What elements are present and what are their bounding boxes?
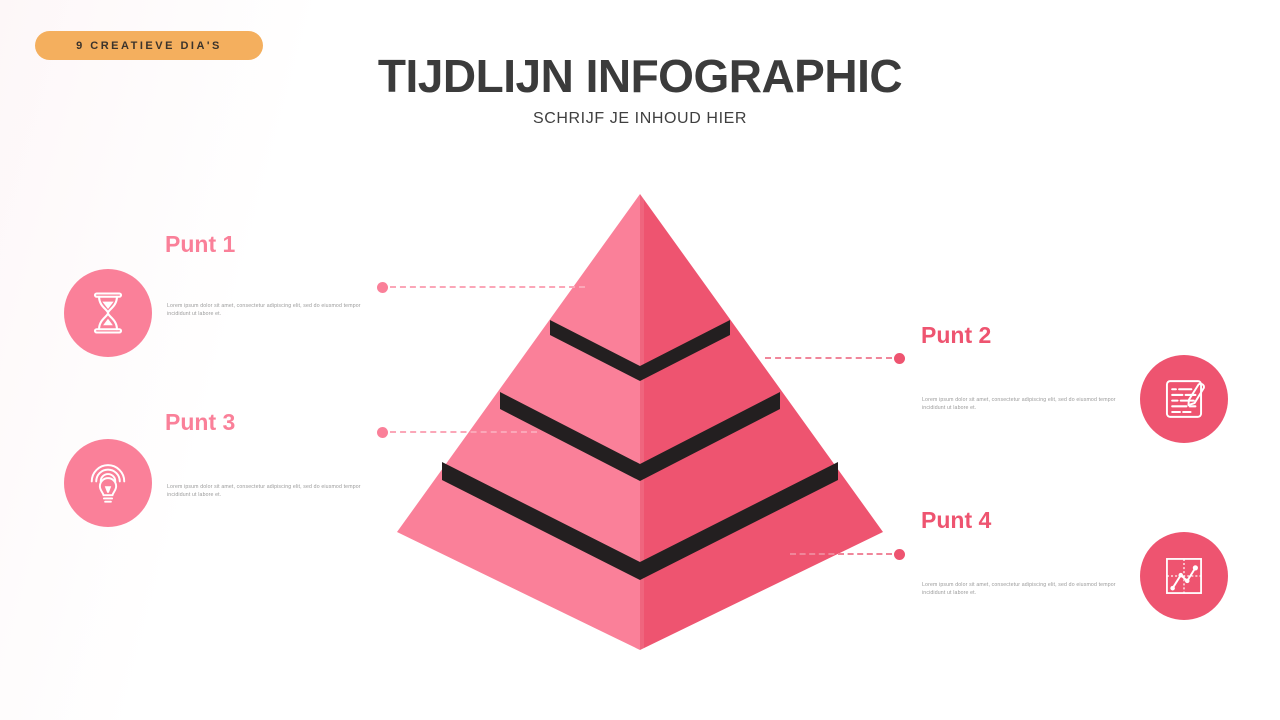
- icon-circle-punt-3[interactable]: [64, 439, 152, 527]
- icon-circle-punt-2[interactable]: [1140, 355, 1228, 443]
- connector-line-punt-2: [765, 357, 892, 359]
- connector-punt-3: [377, 426, 537, 438]
- pyramid-right-face: [640, 194, 883, 650]
- icon-circle-punt-4[interactable]: [1140, 532, 1228, 620]
- point-title-punt-4: Punt 4: [921, 507, 992, 533]
- pyramid-separators: [442, 320, 838, 580]
- pyramid-separator-2: [500, 392, 780, 481]
- point-body-punt-4: Lorem ipsum dolor sit amet, consectetur …: [922, 582, 1116, 596]
- connector-dot-punt-4: [894, 548, 905, 560]
- icon-circle-punt-1[interactable]: [64, 269, 152, 357]
- connector-line-punt-3: [390, 431, 537, 433]
- pyramid-center-ridge: [640, 194, 644, 650]
- lightbulb-idea-icon: [90, 464, 126, 503]
- line-chart-icon: [1166, 558, 1202, 594]
- point-title-punt-2: Punt 2: [921, 322, 992, 348]
- connector-punt-2: [765, 352, 905, 364]
- point-body-punt-3: Lorem ipsum dolor sit amet, consectetur …: [167, 484, 361, 498]
- hourglass-icon: [94, 292, 122, 334]
- page-subtitle: SCHRIJF JE INHOUD HIER: [532, 110, 748, 127]
- connector-dot-punt-3: [377, 426, 388, 438]
- point-body-punt-1: Lorem ipsum dolor sit amet, consectetur …: [167, 303, 361, 317]
- connector-punt-4: [790, 548, 905, 560]
- pyramid-svg: [397, 194, 883, 650]
- connector-dot-punt-2: [894, 352, 905, 364]
- point-title-punt-3: Punt 3: [165, 409, 236, 435]
- point-title-punt-1: Punt 1: [165, 231, 236, 257]
- pyramid-separator-1: [550, 320, 730, 381]
- document-pencil-icon: [1165, 380, 1205, 418]
- page-title: TIJDLIJN INFOGRAPHIC: [377, 50, 903, 102]
- pyramid-diagram: [380, 180, 900, 660]
- connector-dot-punt-1: [377, 281, 388, 293]
- point-body-punt-2: Lorem ipsum dolor sit amet, consectetur …: [922, 397, 1116, 411]
- pyramid-left-face: [397, 194, 640, 650]
- connector-line-punt-1: [390, 286, 585, 288]
- connector-line-punt-4: [790, 553, 892, 555]
- connector-punt-1: [377, 281, 585, 293]
- slide-count-badge: 9 CREATIEVE DIA'S: [35, 31, 263, 60]
- slide-count-badge-label: 9 CREATIEVE DIA'S: [76, 39, 222, 52]
